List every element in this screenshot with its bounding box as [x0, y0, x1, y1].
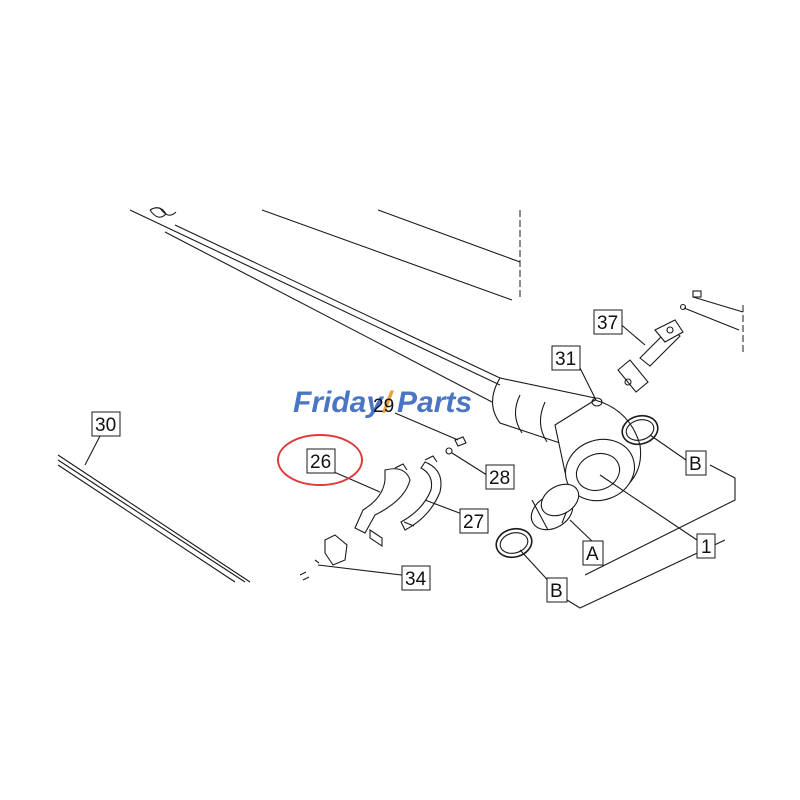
- callout-28: 28: [485, 464, 515, 490]
- svg-text:B: B: [550, 581, 563, 602]
- svg-text:27: 27: [463, 512, 484, 533]
- svg-text:31: 31: [555, 349, 576, 370]
- svg-text:A: A: [586, 544, 599, 565]
- grease-fitting-part-37: [617, 319, 684, 393]
- bracket-part-34: [299, 534, 348, 581]
- callout-27: 27: [459, 508, 489, 534]
- seal-ring-top: [621, 414, 659, 446]
- callout-B-bottom: B: [546, 577, 568, 603]
- dashed-frame: [519, 210, 744, 355]
- svg-text:1: 1: [701, 537, 712, 558]
- svg-text:29: 29: [373, 396, 394, 417]
- bolts-top-right: [679, 290, 744, 331]
- callout-37: 37: [593, 309, 623, 335]
- watermark-parts: Parts: [397, 386, 472, 419]
- cylinder-tube: [129, 207, 601, 454]
- callout-1: 1: [696, 533, 716, 559]
- clamp-part-26: [354, 463, 411, 548]
- svg-text:B: B: [689, 454, 702, 475]
- grease-nipple-part-28: [445, 447, 453, 455]
- svg-text:28: 28: [489, 468, 510, 489]
- watermark: Friday / Parts: [293, 386, 472, 419]
- callout-A: A: [582, 540, 604, 566]
- callout-34: 34: [401, 565, 431, 591]
- watermark-slash: /: [381, 386, 394, 419]
- seal-ring-bottom: [495, 527, 533, 559]
- callout-31: 31: [551, 345, 581, 371]
- svg-text:26: 26: [310, 452, 331, 473]
- svg-text:34: 34: [405, 569, 427, 590]
- highlight-ellipse: [277, 434, 363, 486]
- callout-29: 29: [373, 396, 394, 417]
- callout-26: 26: [306, 448, 336, 474]
- bushing-part-A: [530, 483, 580, 531]
- callout-B-top: B: [685, 450, 707, 476]
- svg-text:37: 37: [597, 313, 618, 334]
- fitting-part-29: [454, 436, 467, 447]
- o-ring-part-31: [591, 397, 603, 407]
- watermark-friday: Friday: [293, 386, 384, 419]
- clamp-part-27: [400, 455, 442, 531]
- cylinder-eye-part-1: [554, 399, 642, 502]
- svg-text:30: 30: [95, 415, 116, 436]
- callout-30: 30: [91, 411, 121, 437]
- rod-part-30: [57, 454, 251, 583]
